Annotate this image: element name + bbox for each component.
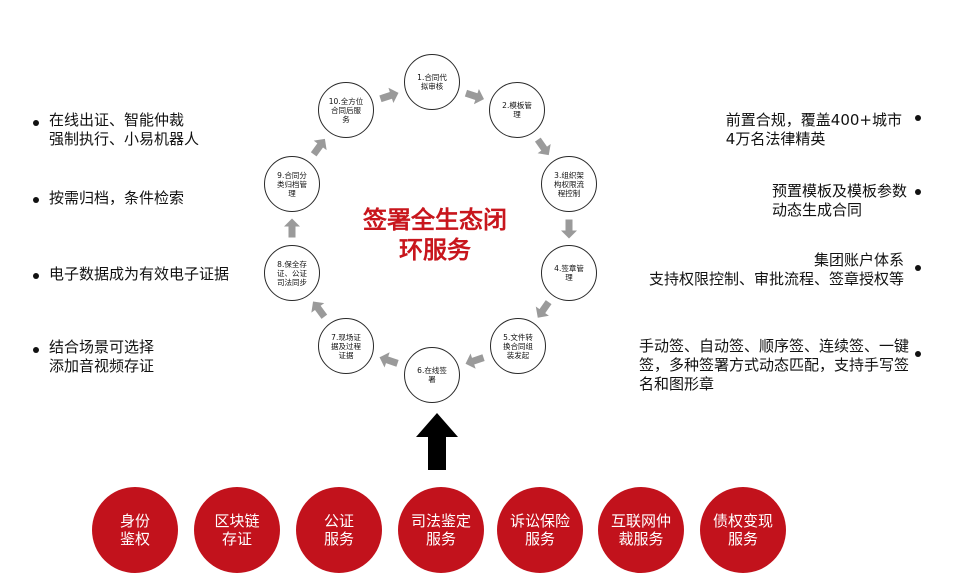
service-notary: 公证 服务 <box>296 487 382 573</box>
right-item-1: 前置合规，覆盖400+城市 4万名法律精英 <box>725 111 902 148</box>
service-judicial: 司法鉴定 服务 <box>398 487 484 573</box>
service-identity-auth: 身份 鉴权 <box>92 487 178 573</box>
left-item-2: 按需归档，条件检索 <box>49 189 185 207</box>
bullet-icon <box>915 351 921 357</box>
cycle-node-2: 2.模板管 理 <box>489 82 545 138</box>
bullet-icon <box>33 120 39 126</box>
right-item-3: 集团账户体系 支持权限控制、审批流程、签章授权等 <box>648 251 904 288</box>
cycle-node-6: 6.在线签 署 <box>404 347 460 403</box>
cycle-node-9: 9.合同分 类归档管 理 <box>264 156 320 212</box>
cycle-arrow-icon <box>465 353 485 369</box>
cycle-arrow-icon <box>561 219 577 239</box>
service-litigation: 诉讼保险 服务 <box>497 487 583 573</box>
service-debt-conversion: 债权变现 服务 <box>700 487 786 573</box>
cycle-node-4: 4.签章管 理 <box>541 245 597 301</box>
right-item-2: 预置模板及模板参数 动态生成合同 <box>771 182 907 219</box>
up-arrow-icon <box>416 413 458 470</box>
bullet-icon <box>915 115 921 121</box>
cycle-node-5: 5.文件转 换合同组 装发起 <box>490 318 546 374</box>
cycle-arrow-icon <box>310 138 327 157</box>
service-blockchain: 区块链 存证 <box>194 487 280 573</box>
cycle-arrow-icon <box>379 352 399 368</box>
bullet-icon <box>915 189 921 195</box>
left-item-3: 电子数据成为有效电子证据 <box>49 265 230 283</box>
bullet-icon <box>33 273 39 279</box>
cycle-arrow-icon <box>379 87 399 103</box>
cycle-arrow-icon <box>284 218 300 238</box>
bullet-icon <box>33 197 39 203</box>
right-item-4: 手动签、自动签、顺序签、连续签、一键 签，多种签署方式动态匹配，支持手写签 名和… <box>638 337 909 393</box>
cycle-node-10: 10.全方位 合同后服 务 <box>318 82 374 138</box>
cycle-arrow-icon <box>464 89 484 105</box>
cycle-node-3: 3.组织架 构权限流 程控制 <box>541 156 597 212</box>
bullet-icon <box>915 265 921 271</box>
cycle-node-1: 1.合同代 拟审核 <box>404 54 460 110</box>
cycle-node-8: 8.保全存 证、公证 司法同步 <box>264 245 320 301</box>
service-arbitration: 互联网仲 裁服务 <box>598 487 684 573</box>
cycle-arrow-icon <box>535 300 552 318</box>
center-title: 签署全生态闭 环服务 <box>363 206 507 264</box>
left-item-1: 在线出证、智能仲裁 强制执行、小易机器人 <box>49 111 200 148</box>
bullet-icon <box>33 347 39 353</box>
cycle-arrow-icon <box>311 301 328 319</box>
cycle-node-7: 7.现场证 据及过程 证据 <box>318 318 374 374</box>
cycle-arrow-icon <box>534 137 551 156</box>
left-item-4: 结合场景可选择 添加音视频存证 <box>49 338 155 375</box>
